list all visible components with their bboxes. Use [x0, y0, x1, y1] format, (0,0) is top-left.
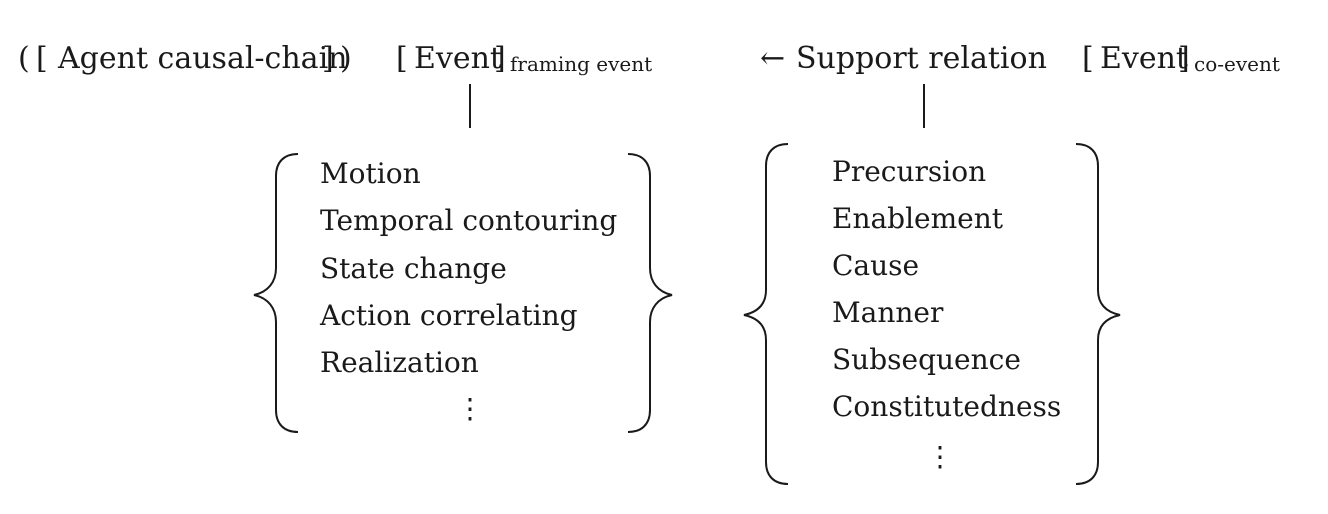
coevent-bracket-close: ]: [1178, 41, 1190, 76]
coevent-event-label: Event: [1100, 41, 1188, 76]
support-continuation-dots: ⋮: [926, 440, 954, 473]
support-relation-label: Support relation: [796, 41, 1047, 76]
framing-type-item: Realization: [320, 346, 479, 379]
framing-type-item: Temporal contouring: [320, 204, 618, 237]
framing-type-item: Motion: [320, 157, 421, 190]
support-brace-right: [1075, 143, 1121, 485]
agent-causal-chain-label: Agent causal-chain: [58, 41, 348, 76]
agent-bracket-open: [: [36, 41, 48, 76]
framing-bracket-close: ]: [494, 41, 506, 76]
framing-continuation-dots: ⋮: [456, 392, 484, 425]
coevent-subscript: co-event: [1194, 52, 1280, 76]
support-type-item: Precursion: [832, 155, 987, 188]
support-arrow: ←: [760, 41, 786, 76]
support-type-item: Manner: [832, 296, 944, 329]
framing-brace-right: [627, 153, 673, 433]
framing-event-subscript: framing event: [510, 52, 653, 76]
agent-open-paren: (: [18, 41, 30, 76]
framing-event-label: Event: [414, 41, 502, 76]
support-type-item: Constitutedness: [832, 390, 1062, 423]
support-type-item: Cause: [832, 249, 920, 282]
framing-brace-left: [253, 153, 299, 433]
agent-close-paren: ): [340, 41, 352, 76]
support-brace-left: [743, 143, 789, 485]
agent-bracket-close: ]: [322, 41, 334, 76]
support-type-item: Subsequence: [832, 343, 1021, 376]
framing-type-item: State change: [320, 252, 507, 285]
support-type-item: Enablement: [832, 202, 1004, 235]
framing-type-item: Action correlating: [320, 299, 578, 332]
framing-bracket-open: [: [396, 41, 408, 76]
coevent-bracket-open: [: [1082, 41, 1094, 76]
